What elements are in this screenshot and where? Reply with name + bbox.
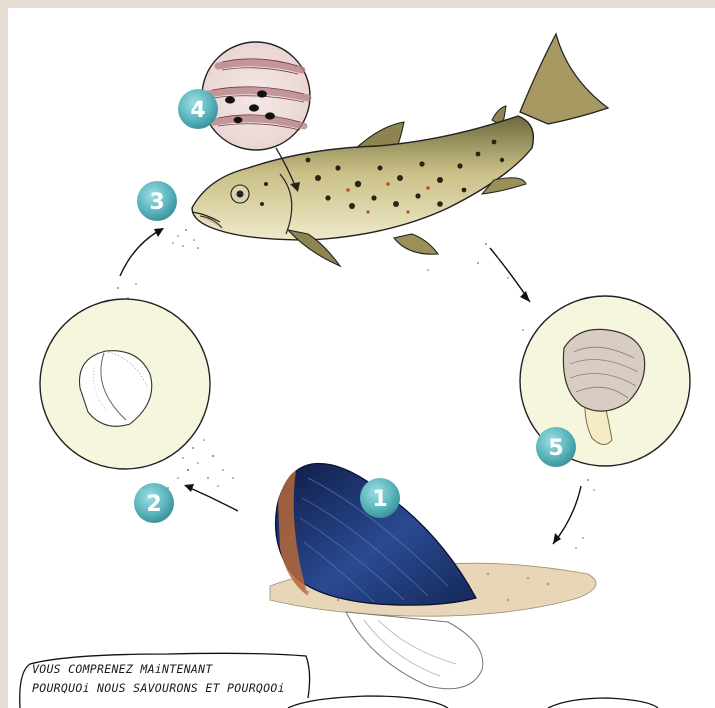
step-number-2: 2 [146,492,161,517]
step-number-5: 5 [548,436,563,461]
speech-caption: VOUS COMPRENEZ MAiNTENANT POURQUOi NOUS … [32,660,332,698]
diagram-canvas: 1 2 3 4 5 VOUS COMPRENEZ MAiNTENANT POUR… [8,8,715,708]
step-badge-3: 3 [137,181,177,221]
step-badge-1: 1 [360,478,400,518]
arrow-larva-to-fish [120,230,160,276]
caption-line-2: POURQUOi NOUS SAVOURONS ET POURQOOi [32,679,332,698]
step-number-4: 4 [190,98,205,123]
arrow-head [520,291,530,302]
arrow-head [184,484,194,492]
step-number-1: 1 [372,487,387,512]
larva-circle [40,299,210,469]
life-cycle-diagram: 1 2 3 4 5 [8,8,715,708]
arrow-mussel-to-larva [188,487,238,511]
caption-line-1: VOUS COMPRENEZ MAiNTENANT [32,660,332,679]
step-badge-2: 2 [134,483,174,523]
step-badge-5: 5 [536,427,576,467]
step-number-3: 3 [149,190,164,215]
mussel-illustration [270,463,596,688]
step-badge-4: 4 [178,89,218,129]
